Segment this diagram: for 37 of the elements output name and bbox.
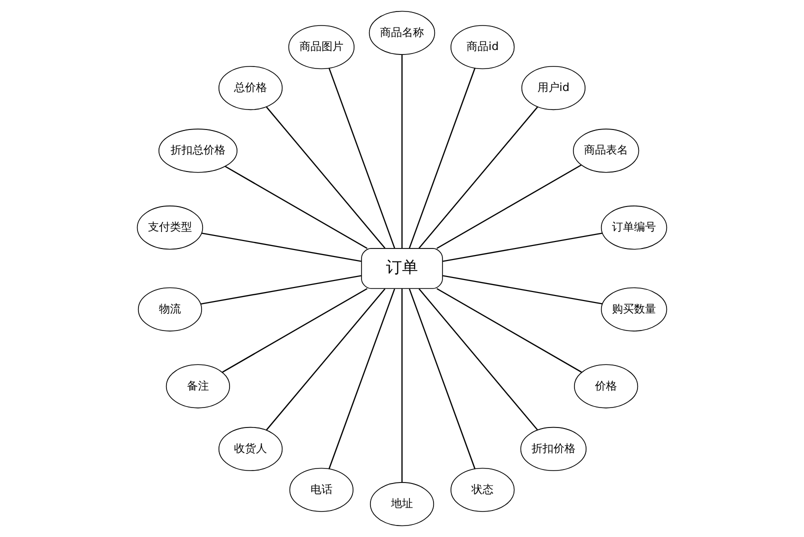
node-ellipse: 商品表名: [572, 128, 640, 173]
node-ellipse: 总价格: [218, 66, 283, 110]
connector: [266, 106, 386, 249]
node-ellipse: 商品图片: [288, 25, 355, 70]
connector: [442, 232, 602, 262]
node-ellipse: 折扣总价格: [158, 128, 238, 173]
connector: [222, 288, 368, 373]
node-ellipse: 地址: [370, 482, 434, 526]
node-ellipse: 商品名称: [368, 10, 436, 55]
node-ellipse: 订单编号: [600, 206, 668, 250]
connector: [224, 166, 368, 249]
node-ellipse: 备注: [166, 364, 230, 408]
connector: [328, 288, 396, 470]
connector: [418, 288, 538, 430]
node-ellipse: 折扣价格: [520, 426, 587, 472]
connector: [436, 164, 582, 249]
node-ellipse: 购买数量: [600, 287, 668, 332]
connector: [436, 288, 582, 373]
node-ellipse: 支付类型: [136, 206, 204, 250]
connector: [202, 232, 362, 262]
connector: [442, 275, 602, 304]
connector: [408, 288, 476, 470]
node-ellipse: 收货人: [218, 426, 283, 472]
connector: [200, 275, 362, 305]
connector: [418, 106, 538, 249]
connector: [401, 288, 403, 482]
connector: [266, 288, 386, 430]
connector: [401, 54, 403, 248]
node-ellipse: 价格: [574, 364, 638, 408]
node-ellipse: 用户id: [521, 66, 586, 110]
node-box: 订单: [361, 248, 443, 289]
node-ellipse: 物流: [138, 287, 202, 332]
connector: [328, 68, 396, 248]
node-ellipse: 商品id: [450, 25, 515, 70]
connector: [408, 68, 476, 248]
node-ellipse: 状态: [450, 468, 515, 512]
node-ellipse: 电话: [289, 468, 354, 512]
